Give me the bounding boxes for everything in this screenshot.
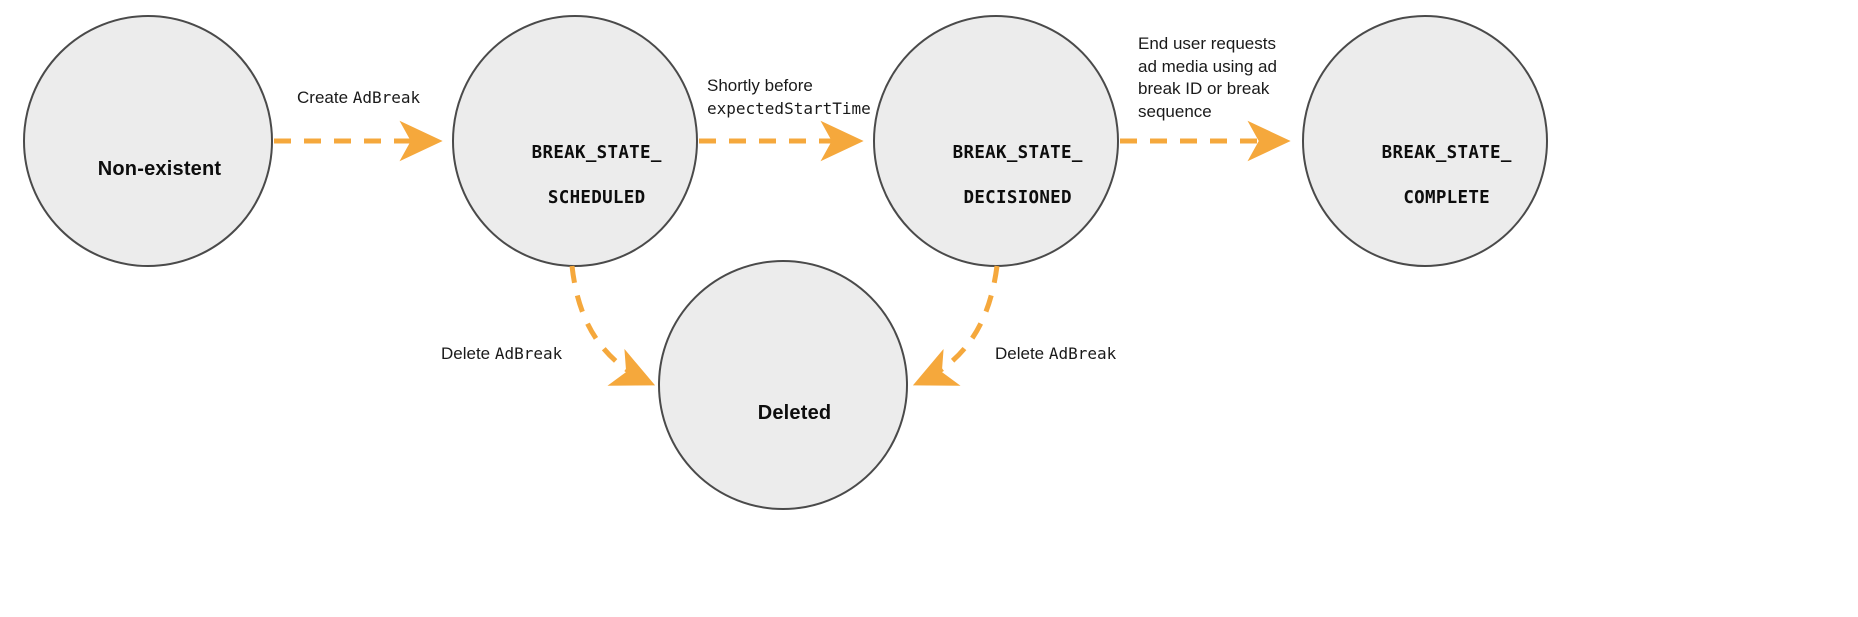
edge-delete-adbreak-from-scheduled[interactable] bbox=[569, 265, 656, 386]
edge-delete-adbreak-from-decisioned[interactable] bbox=[912, 265, 1000, 386]
edges-layer bbox=[274, 120, 1291, 386]
nodes-layer bbox=[23, 15, 1548, 510]
node-circle-deleted[interactable] bbox=[658, 260, 908, 510]
node-circle-break-state-decisioned[interactable] bbox=[873, 15, 1119, 267]
node-circle-break-state-scheduled[interactable] bbox=[452, 15, 698, 267]
node-circle-non-existent[interactable] bbox=[23, 15, 273, 267]
node-circle-break-state-complete[interactable] bbox=[1302, 15, 1548, 267]
